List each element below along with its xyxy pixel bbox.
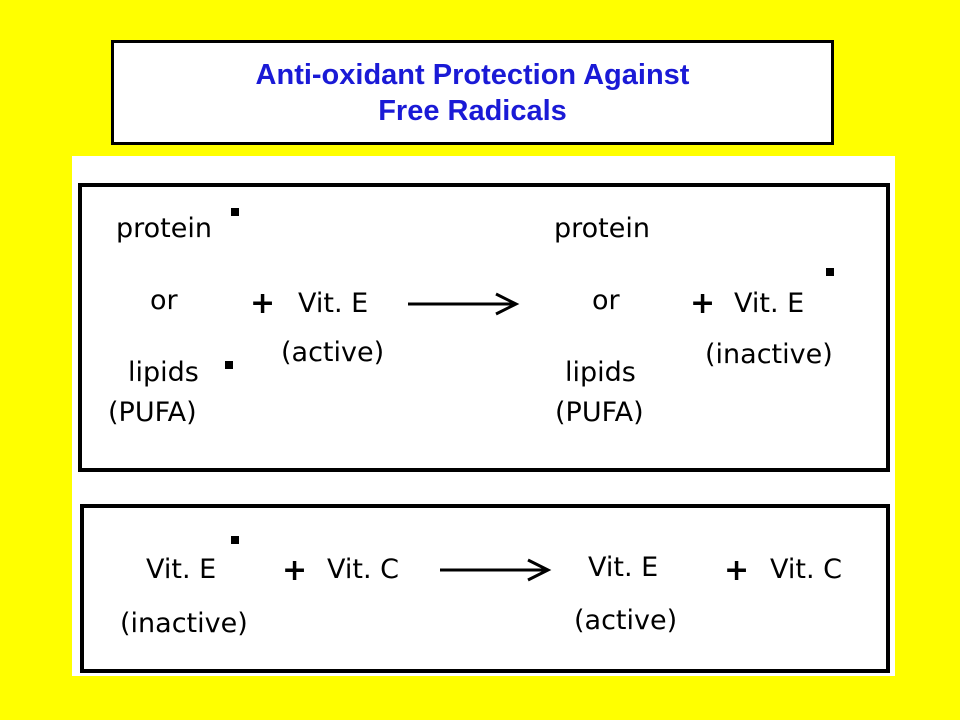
plus-sign: + <box>282 553 308 588</box>
title-line-1: Anti-oxidant Protection Against <box>255 58 690 91</box>
plus-sign: + <box>724 553 750 588</box>
product-pufa-label: (PUFA) <box>555 397 644 428</box>
reaction-arrow-icon <box>440 558 552 582</box>
title-box: Anti-oxidant Protection Against Free Rad… <box>111 40 834 145</box>
reactant-pufa-label: (PUFA) <box>108 397 197 428</box>
reaction-2-box <box>80 504 890 673</box>
reaction-arrow-icon <box>408 292 520 316</box>
vit-e-radical-label: Vit. E <box>146 554 217 585</box>
plus-sign: + <box>250 286 276 321</box>
vit-e-inactive-label: Vit. E <box>734 288 805 319</box>
vit-e-inactive-state: (inactive) <box>705 339 833 370</box>
reactant-protein-label: protein <box>116 213 212 244</box>
vit-e-active-label: Vit. E <box>588 552 659 583</box>
reactant-or-label: or <box>150 285 178 316</box>
vit-c-label: Vit. C <box>327 554 399 585</box>
reactant-lipids-label: lipids <box>128 357 199 388</box>
vit-e-active-label: Vit. E <box>298 288 369 319</box>
title-line-2: Free Radicals <box>378 94 567 127</box>
product-protein-label: protein <box>554 213 650 244</box>
radical-dot-vit-e <box>231 536 239 544</box>
vit-e-active-state: (active) <box>574 605 678 636</box>
product-lipids-label: lipids <box>565 357 636 388</box>
plus-sign: + <box>690 286 716 321</box>
radical-dot-protein <box>231 208 239 216</box>
vit-e-active-state: (active) <box>281 337 385 368</box>
radical-dot-lipids <box>225 361 233 369</box>
radical-dot-vit-e <box>826 268 834 276</box>
product-or-label: or <box>592 285 620 316</box>
vit-e-inactive-state: (inactive) <box>120 608 248 639</box>
reaction-1-box <box>78 183 890 472</box>
vit-c-product-label: Vit. C <box>770 554 842 585</box>
